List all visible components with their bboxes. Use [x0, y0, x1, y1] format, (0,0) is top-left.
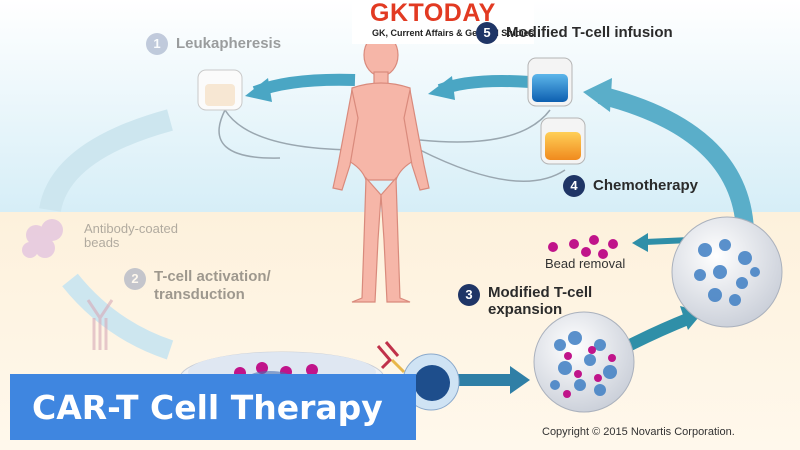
antibody-beads-label: Antibody-coated beads — [84, 222, 178, 250]
antibody-beads-line2: beads — [84, 235, 120, 250]
page-title: CAR-T Cell Therapy — [32, 388, 383, 427]
antibody-beads-line1: Antibody-coated — [84, 221, 178, 236]
step-5-text: Modified T-cell infusion — [506, 23, 673, 41]
bead-removal-label: Bead removal — [545, 256, 626, 271]
expansion-dish — [533, 311, 635, 413]
gktoday-logo[interactable]: GKTODAY GK, Current Affairs & General St… — [352, 0, 534, 44]
car-receptor-faded — [86, 299, 114, 350]
copyright-notice: Copyright © 2015 Novartis Corporation. — [542, 426, 735, 438]
arrow-leukapheresis-to-beads — [39, 109, 173, 213]
antibody-beads — [22, 219, 63, 258]
step-1-number: 1 — [146, 33, 168, 55]
step-5-label: 5 Modified T-cell infusion — [476, 22, 673, 44]
chemotherapy-bag — [540, 117, 586, 165]
step-4-number: 4 — [563, 175, 585, 197]
arrow-to-flask — [627, 312, 693, 351]
step-1-label: 1 Leukapheresis — [146, 33, 281, 55]
step-2-text-line1: T-cell activation/ — [154, 268, 271, 285]
logo-brand: GKTODAY — [370, 0, 496, 27]
title-banner: CAR-T Cell Therapy — [10, 374, 416, 440]
step-3-number: 3 — [458, 284, 480, 306]
infusion-bag — [527, 57, 573, 107]
step-2-label: 2 T-cell activation/ transduction — [124, 268, 271, 304]
step-3-label: 3 Modified T-cell expansion — [458, 284, 592, 318]
arrow-beads-to-activation — [62, 273, 174, 360]
patient-figure — [332, 33, 430, 303]
step-4-text: Chemotherapy — [593, 176, 699, 194]
step-3-text-line1: Modified T-cell — [488, 284, 593, 301]
step-4-label: 4 Chemotherapy — [563, 175, 698, 197]
arrow-expansion-to-infusion — [597, 86, 754, 231]
step-5-number: 5 — [476, 22, 498, 44]
logo-tagline: GK, Current Affairs & General Studies — [372, 28, 534, 38]
step-2-text-line2: transduction — [154, 286, 245, 303]
step-3-text-line2: expansion — [488, 301, 563, 318]
step-2-number: 2 — [124, 268, 146, 290]
leukapheresis-bag — [197, 69, 243, 111]
step-1-text: Leukapheresis — [176, 34, 282, 52]
t-cell-activated — [376, 341, 460, 411]
